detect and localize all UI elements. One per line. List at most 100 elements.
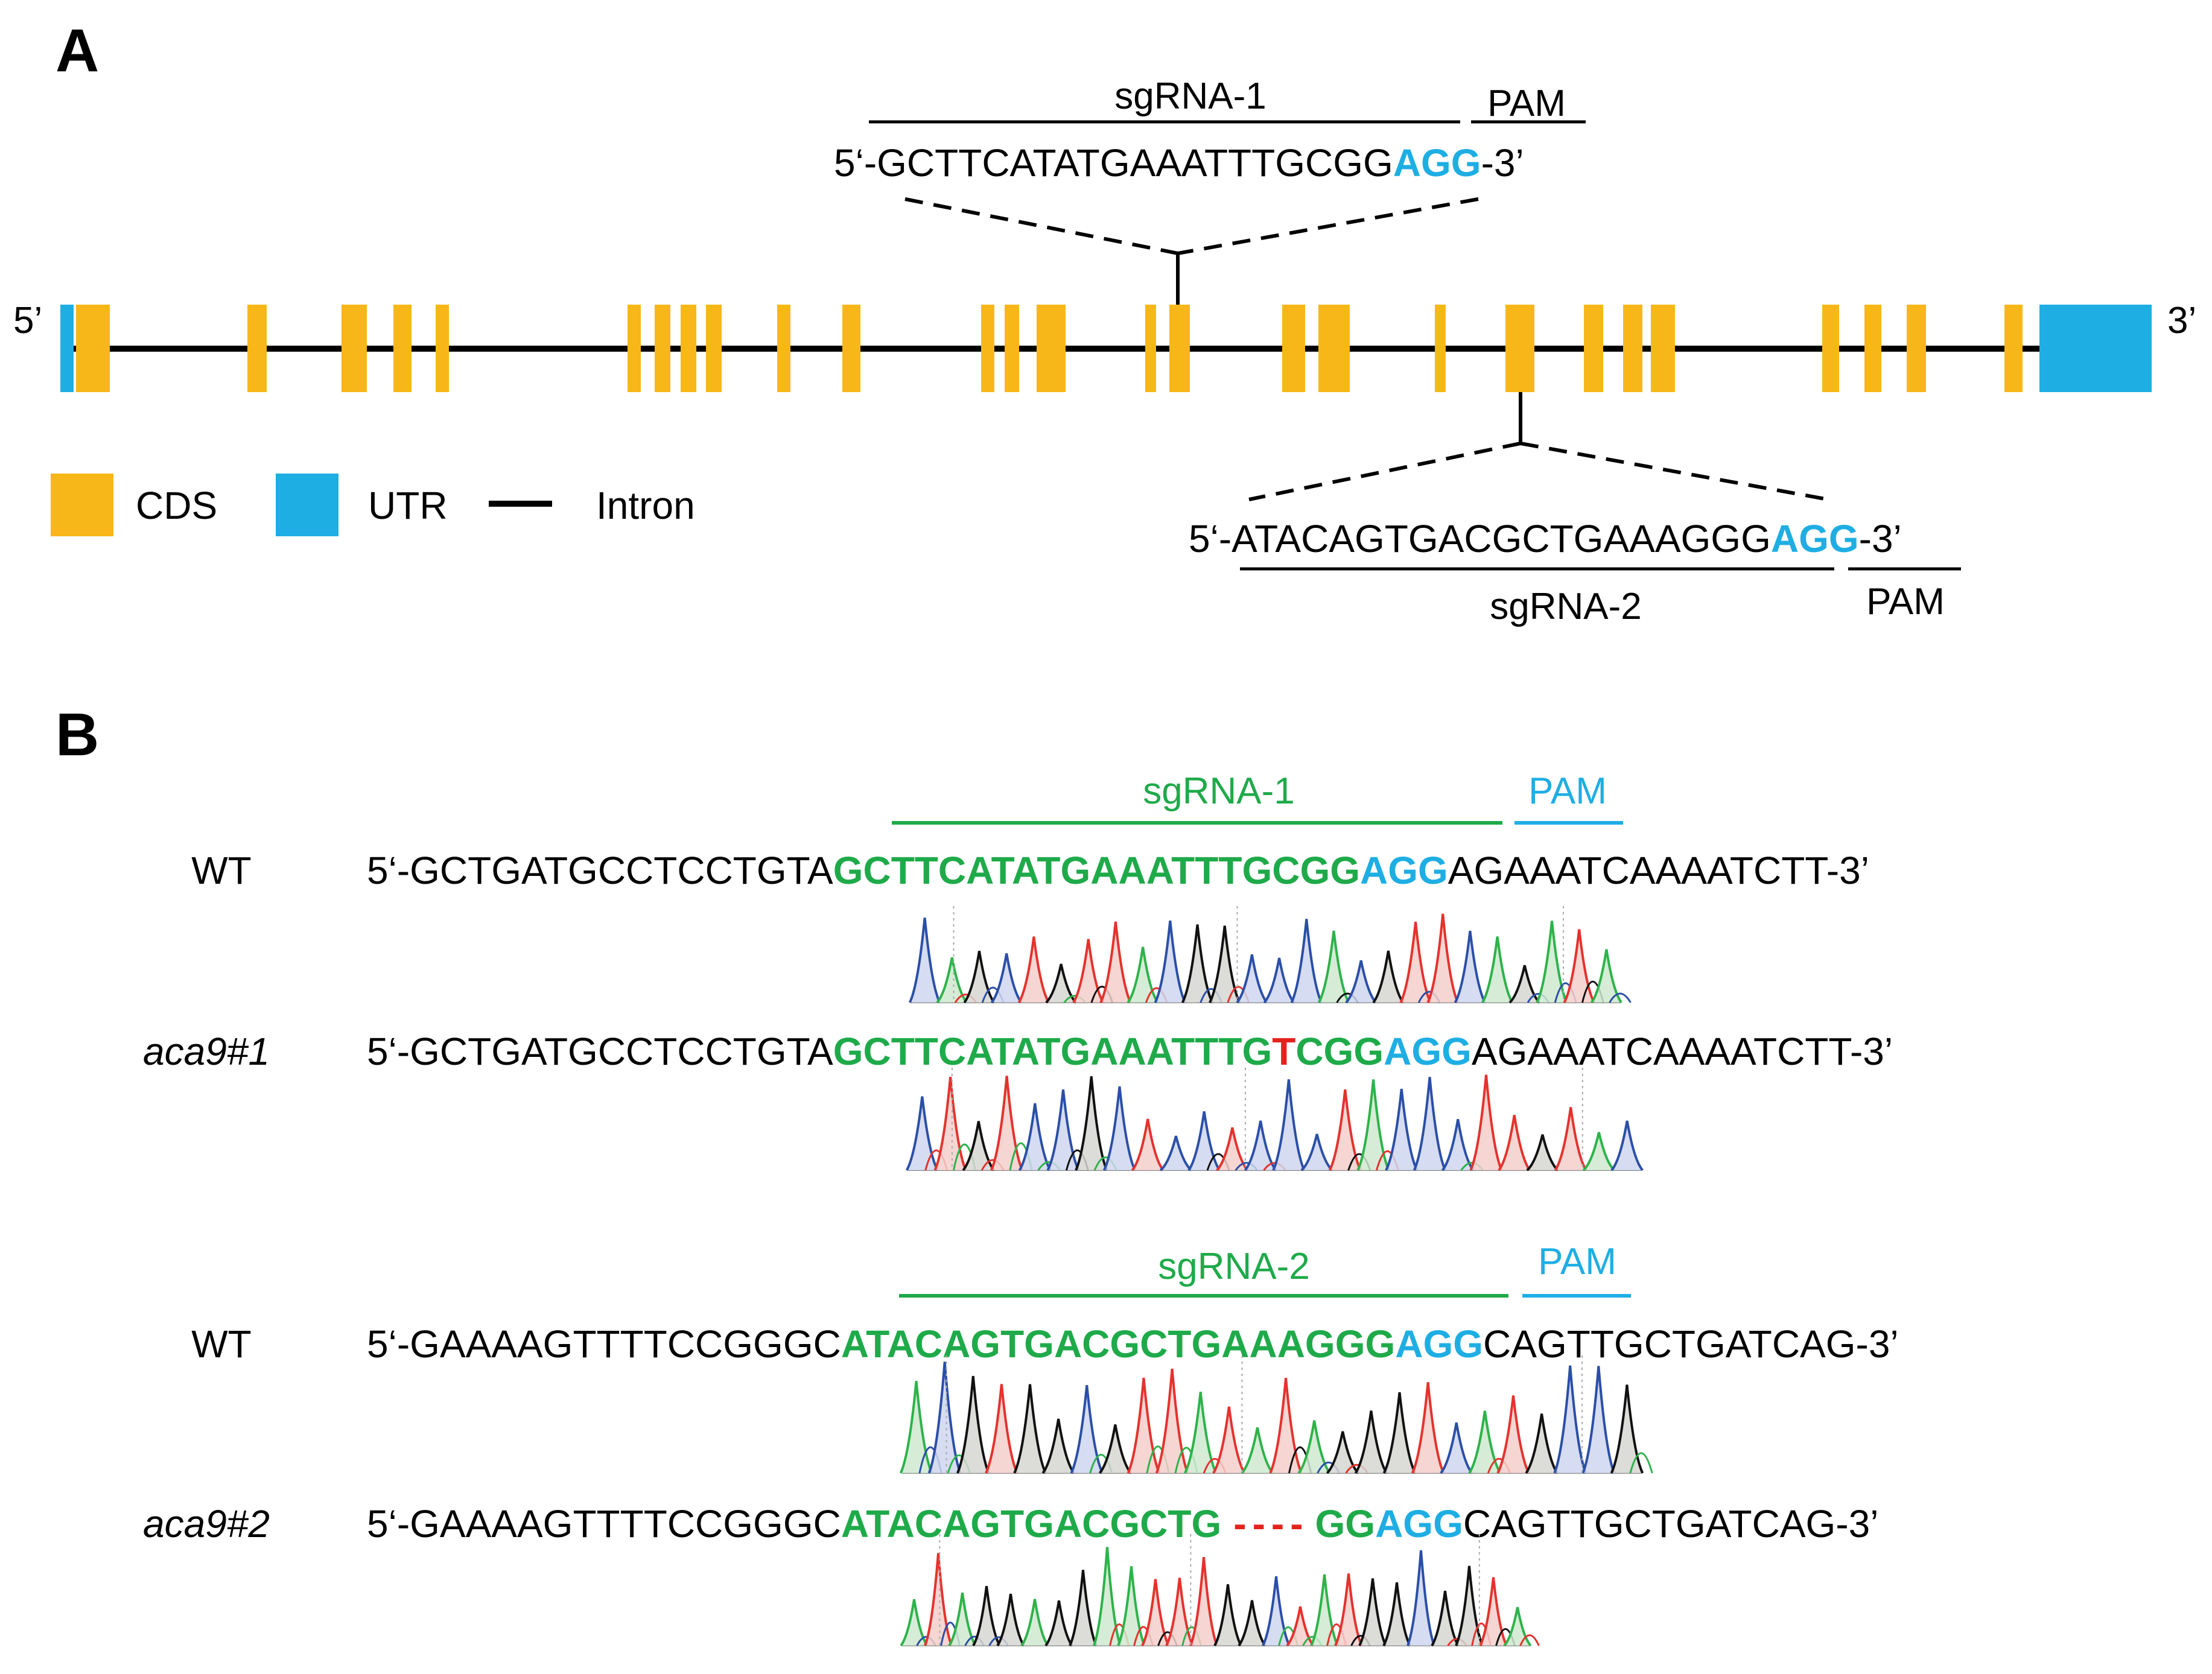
row-1-sequence: 5‘-GCTGATGCCTCCTGTAGCTTCATATGAAATTTGCGGA…	[367, 849, 1869, 892]
exon-block-16	[1145, 305, 1156, 392]
trace-peak	[972, 1586, 1001, 1647]
trace-peak	[1093, 1547, 1122, 1646]
panel-b-label: B	[56, 701, 99, 769]
trace-peak	[1098, 1424, 1132, 1474]
row-4-sequence: 5‘-GAAAAGTTTTCCGGGCATACAGTGACGCTG----GGA…	[367, 1502, 1878, 1546]
chromatogram-wt-1	[908, 906, 1632, 1004]
trace-peak	[1075, 1076, 1108, 1171]
seq-target-b: CGG	[1295, 1030, 1384, 1073]
trace-peak	[1526, 1134, 1559, 1171]
seq-left: 5‘-GCTGATGCCTCCTGTA	[367, 849, 833, 892]
trace-peak	[1468, 1410, 1502, 1474]
trace-peak	[1553, 1365, 1587, 1474]
trace-peak	[996, 1593, 1025, 1647]
seq-right: CAGTTGCTGATCAG-3’	[1463, 1502, 1879, 1546]
exon-block-18	[1282, 305, 1305, 392]
trace-peak	[1441, 1118, 1475, 1171]
trace-peak	[1358, 1578, 1387, 1646]
trace-peak	[1610, 1384, 1644, 1474]
trace-peak	[1272, 1079, 1306, 1171]
three-prime-label: 3’	[2167, 300, 2196, 341]
exon-block-28	[2004, 305, 2023, 392]
trace-peak	[1154, 921, 1186, 1003]
pam-header-1: PAM	[1528, 770, 1607, 812]
trace-peak	[1469, 1074, 1503, 1171]
exon-block-11	[777, 305, 790, 392]
exon-block-9	[681, 305, 696, 392]
trace-peak	[1525, 1413, 1559, 1474]
trace-peak	[1431, 1590, 1460, 1647]
zoom-right-dash-2	[1520, 442, 1829, 501]
trace-peak	[1236, 954, 1268, 1004]
pam-header-2: PAM	[1538, 1241, 1616, 1282]
trace-peak	[1290, 919, 1323, 1003]
trace-peak	[1213, 1584, 1242, 1647]
trace-peak	[985, 1384, 1019, 1474]
trace-peak	[1159, 1135, 1192, 1171]
zoom-left-dash-1	[904, 197, 1178, 255]
exon-block-22	[1584, 305, 1603, 392]
trace-peak	[1165, 1577, 1194, 1646]
seq-pam: AGG	[1393, 141, 1481, 185]
trace-peak	[1297, 1420, 1331, 1474]
trace-peak	[1262, 1576, 1291, 1646]
trace-peak	[1354, 1410, 1388, 1474]
trace-peak	[1131, 1118, 1165, 1171]
pam-1-label: PAM	[1487, 83, 1566, 124]
five-prime-label: 5’	[13, 300, 42, 341]
seq-deletion: ----	[1233, 1502, 1309, 1546]
trace-peak	[1070, 1385, 1104, 1474]
trace-peak	[1345, 960, 1378, 1004]
trace-peak	[905, 1096, 939, 1171]
chromatogram-wt-2	[899, 1355, 1653, 1474]
exon-block-3	[247, 305, 267, 392]
trace-peak	[1044, 1600, 1073, 1647]
sgrna-2-name: sgRNA-2	[1490, 586, 1642, 627]
legend-cds-swatch	[51, 474, 113, 536]
trace-peak	[1479, 1577, 1508, 1646]
seq-target-a: GCTTCATATGAAATTTG	[833, 1030, 1273, 1073]
trace-peak	[1141, 1579, 1170, 1646]
exon-block-6	[436, 305, 449, 392]
trace-peak	[1503, 1606, 1532, 1647]
exon-block-21	[1505, 305, 1534, 392]
exon-block-7	[628, 305, 641, 392]
trace-peak	[1498, 1115, 1531, 1171]
trace-peak	[1263, 957, 1295, 1004]
trace-peak	[990, 1076, 1024, 1171]
trace-peak	[1481, 936, 1514, 1004]
trace-peak	[899, 1381, 933, 1474]
trace-peak	[1536, 921, 1568, 1003]
seq-prefix: 5‘-	[1189, 517, 1232, 560]
trace-peak	[1184, 1392, 1218, 1474]
sgrna-2-annotation: 5‘-ATACAGTGACGCTGAAAGGGAGG-3’ sgRNA-2 PA…	[1189, 392, 1961, 627]
seq-pam: AGG	[1395, 1322, 1483, 1366]
trace-peak	[1020, 1599, 1049, 1647]
trace-peak	[1496, 1395, 1530, 1474]
trace-peak	[908, 918, 941, 1003]
row-3-label: WT	[191, 1322, 252, 1366]
trace-peak	[1440, 1422, 1473, 1474]
trace-peak	[1072, 939, 1105, 1004]
trace-peak	[1018, 1103, 1052, 1171]
exon-block-14	[1005, 305, 1019, 392]
trace-peak	[1181, 924, 1214, 1003]
seq-left: 5‘-GAAAAGTTTTCCGGGC	[367, 1502, 841, 1546]
sgrna-2-sequence: 5‘-ATACAGTGACGCTGAAAGGGAGG-3’	[1189, 517, 1902, 560]
row-4-label: aca9#2	[143, 1502, 270, 1546]
trace-peak	[1209, 925, 1241, 1003]
seq-pam: AGG	[1771, 517, 1859, 560]
trace-peak	[1508, 965, 1541, 1004]
trace-peak	[1102, 1086, 1136, 1171]
seq-left: 5‘-GCTGATGCCTCCTGTA	[367, 1030, 833, 1073]
zoom-right-dash-1	[1177, 197, 1479, 255]
sgrna-1-annotation: sgRNA-1 PAM 5‘-GCTTCATATGAAATTTGCGGAGG-3…	[834, 75, 1586, 305]
trace-peak	[1326, 1431, 1359, 1474]
trace-peak	[1581, 1366, 1616, 1474]
trace-peak	[1382, 1582, 1411, 1646]
exon-block-24	[1651, 305, 1675, 392]
trace-peak	[1046, 1089, 1080, 1171]
trace-peak	[963, 951, 996, 1004]
trace-peak	[933, 1076, 967, 1171]
seq-right: AGAAATCAAAATCTT-3’	[1472, 1030, 1893, 1073]
